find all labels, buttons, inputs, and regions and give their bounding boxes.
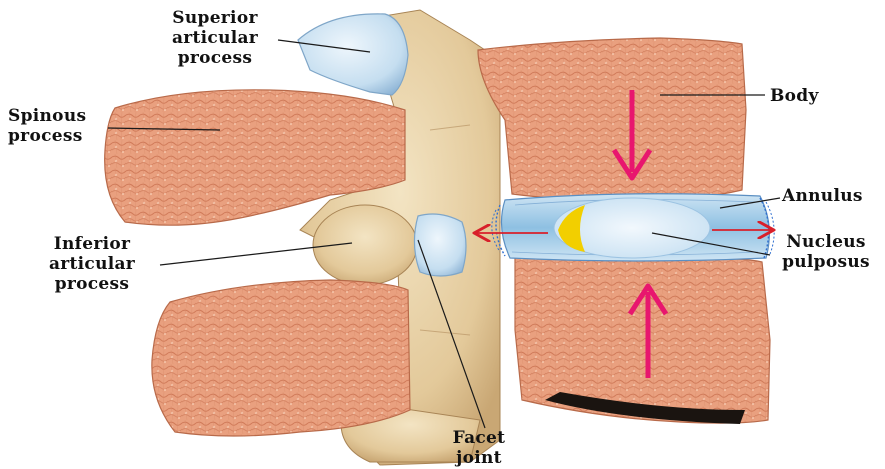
label-body: Body	[770, 86, 870, 106]
facet-joint-cartilage	[414, 214, 466, 276]
label-inferior-articular-process: Inferior articular process	[22, 234, 162, 294]
spinous-process-lower	[152, 280, 410, 436]
label-line: Superior	[150, 8, 280, 28]
superior-articular-cartilage	[298, 14, 408, 95]
label-line: Inferior	[22, 234, 162, 254]
label-nucleus-pulposus: Nucleus pulposus	[770, 232, 882, 272]
label-line: Body	[770, 86, 870, 106]
label-superior-articular-process: Superior articular process	[150, 8, 280, 68]
label-annulus: Annulus	[782, 186, 882, 206]
label-line: process	[8, 126, 118, 146]
label-line: articular	[22, 254, 162, 274]
vertebral-body-upper	[478, 38, 746, 202]
label-facet-joint: Facet joint	[424, 428, 534, 468]
label-line: Facet	[424, 428, 534, 448]
label-line: pulposus	[770, 252, 882, 272]
inferior-articular-process-shape	[313, 205, 417, 285]
label-line: Spinous	[8, 106, 118, 126]
label-line: process	[150, 48, 280, 68]
label-spinous-process: Spinous process	[8, 106, 118, 146]
label-line: joint	[424, 448, 534, 468]
label-line: process	[22, 274, 162, 294]
label-line: articular	[150, 28, 280, 48]
label-line: Nucleus	[770, 232, 882, 252]
label-line: Annulus	[782, 186, 882, 206]
